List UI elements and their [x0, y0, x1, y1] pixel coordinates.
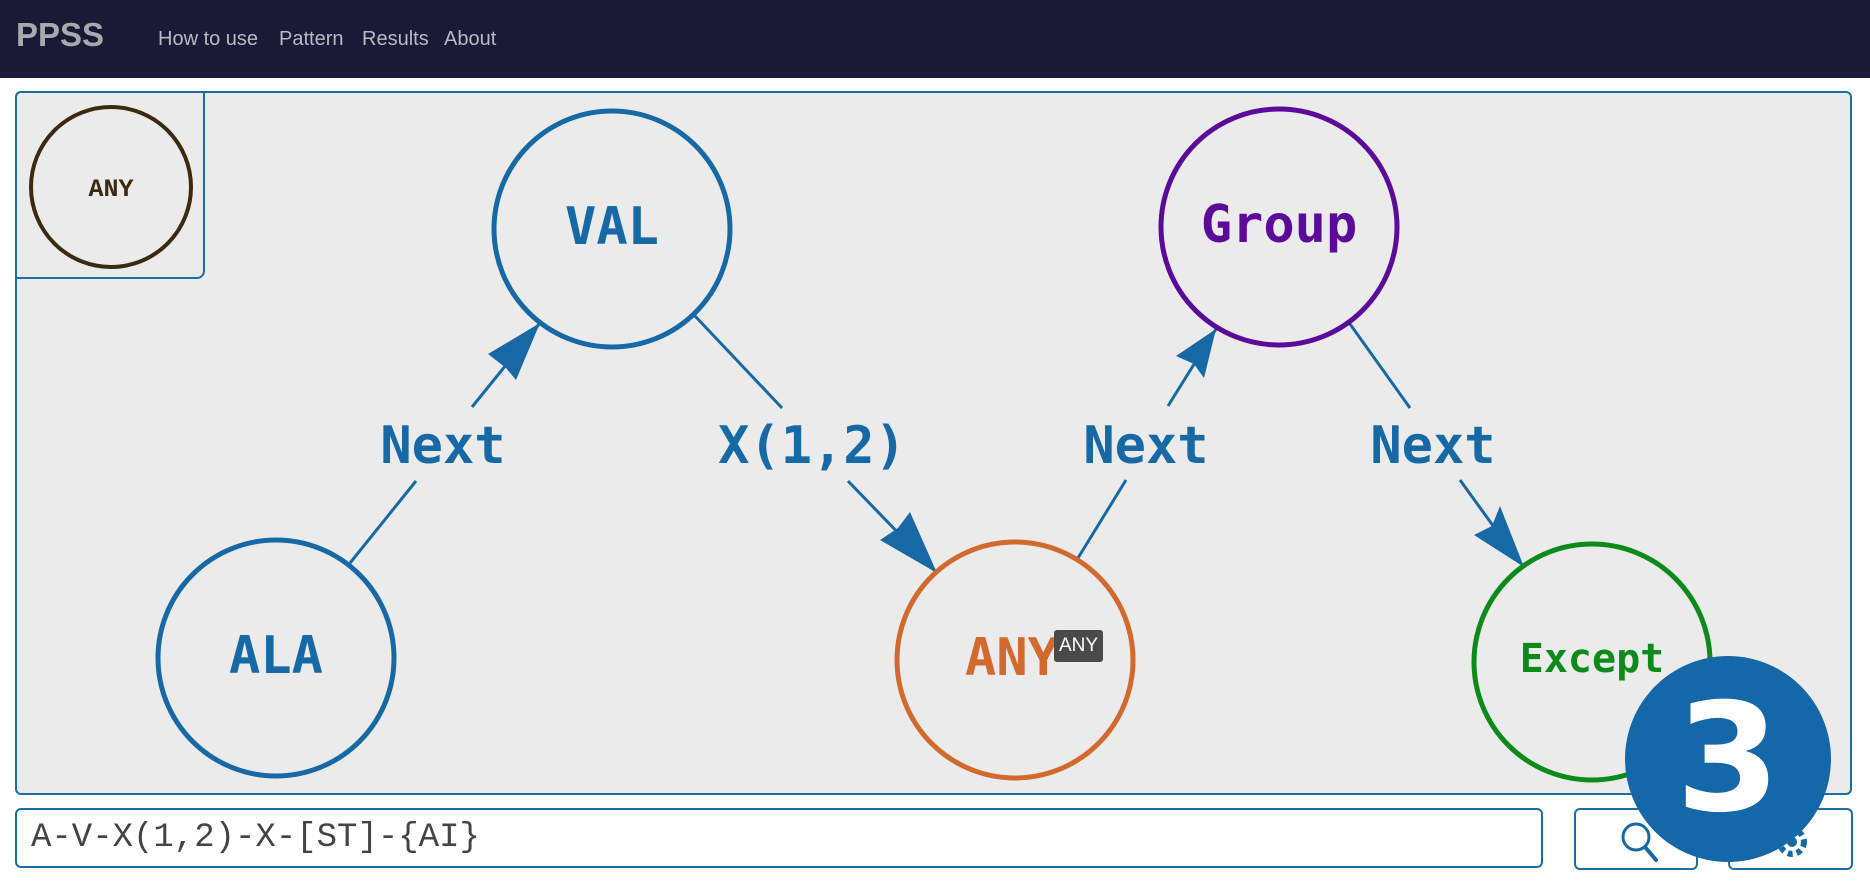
edge-val-any-upper[interactable] [693, 314, 784, 410]
edge-group-except-upper[interactable] [1348, 323, 1412, 409]
palette-node-label: ANY [88, 175, 133, 204]
edge-label-val-any[interactable]: X(1,2) [718, 416, 906, 476]
nav-link-pattern[interactable]: Pattern [279, 28, 344, 50]
node-label-group: Group [1201, 195, 1358, 255]
arrowhead-any [880, 512, 937, 573]
arrowhead-val [488, 323, 540, 380]
node-label-ala: ALA [229, 626, 323, 686]
navbar: PPSS How to use Pattern Results About [0, 0, 1870, 78]
node-palette: ANY [15, 91, 205, 279]
step-badge: 3 [1625, 656, 1831, 862]
node-label-except: Except [1520, 636, 1665, 682]
nav-link-results[interactable]: Results [362, 28, 429, 50]
pattern-input[interactable] [15, 808, 1543, 868]
nav-link-about[interactable]: About [444, 28, 497, 50]
edge-label-any-group[interactable]: Next [1083, 416, 1208, 476]
node-group[interactable] [1158, 106, 1400, 348]
node-any[interactable] [894, 539, 1136, 781]
node-label-any: ANY [965, 628, 1060, 688]
edge-any-group-lower[interactable] [1076, 479, 1128, 559]
search-icon [1621, 822, 1658, 862]
node-tooltip: ANY [1054, 630, 1104, 662]
edge-label-ala-val[interactable]: Next [380, 416, 505, 476]
nav-link-how-to-use[interactable]: How to use [158, 28, 259, 50]
pattern-canvas[interactable] [15, 91, 1852, 795]
edge-label-group-except[interactable]: Next [1370, 416, 1495, 476]
node-label-val: VAL [565, 197, 659, 257]
arrowhead-group [1176, 329, 1216, 378]
palette-node-any[interactable] [29, 105, 193, 269]
arrowhead-except [1474, 506, 1524, 567]
node-val[interactable] [491, 108, 733, 350]
edge-ala-val-lower[interactable] [348, 480, 418, 564]
brand-logo[interactable]: PPSS [16, 16, 105, 53]
node-ala[interactable] [155, 537, 397, 779]
